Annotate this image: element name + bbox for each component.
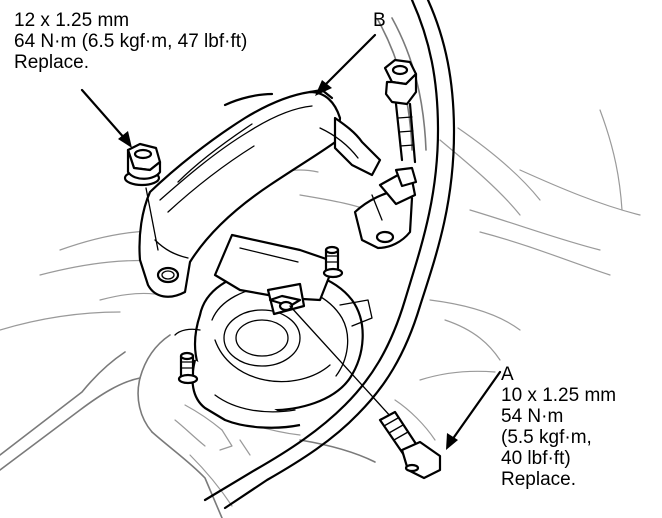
mount-studs	[177, 245, 344, 385]
stud-left	[177, 351, 199, 385]
arrow-bracket-b	[315, 80, 332, 96]
engine-mount-housing	[174, 267, 373, 429]
callout-b-letter: B	[373, 10, 386, 31]
bolt-a	[289, 305, 442, 480]
callout-a-torque-kgf: (5.5 kgf·m,	[501, 427, 592, 448]
nut-top-note: Replace.	[14, 52, 89, 73]
arrow-nut-top	[118, 131, 132, 148]
nut-top-size: 12 x 1.25 mm	[14, 10, 130, 31]
leader-lines	[80, 33, 502, 450]
arrow-bolt-a	[446, 433, 458, 450]
callout-a-letter: A	[501, 364, 514, 385]
nut-top-torque: 64 N·m (6.5 kgf·m, 47 lbf·ft)	[14, 31, 248, 52]
callout-bolt-a: A 10 x 1.25 mm 54 N·m (5.5 kgf·m, 40 lbf…	[501, 364, 616, 490]
stud-right	[322, 245, 344, 279]
callout-a-torque-nm: 54 N·m	[501, 406, 564, 427]
nut-upper-right	[383, 58, 418, 164]
bracket-b	[138, 88, 382, 298]
callout-bracket-b: B	[373, 10, 386, 31]
callout-a-note: Replace.	[501, 469, 576, 490]
mount-bracket	[213, 233, 337, 316]
callout-nut-top: 12 x 1.25 mm 64 N·m (6.5 kgf·m, 47 lbf·f…	[14, 10, 247, 73]
nut-top-left	[123, 142, 162, 251]
harness-clamp	[353, 166, 418, 250]
callout-a-size: 10 x 1.25 mm	[501, 385, 617, 406]
callout-a-torque-lbf: 40 lbf·ft)	[501, 448, 571, 469]
